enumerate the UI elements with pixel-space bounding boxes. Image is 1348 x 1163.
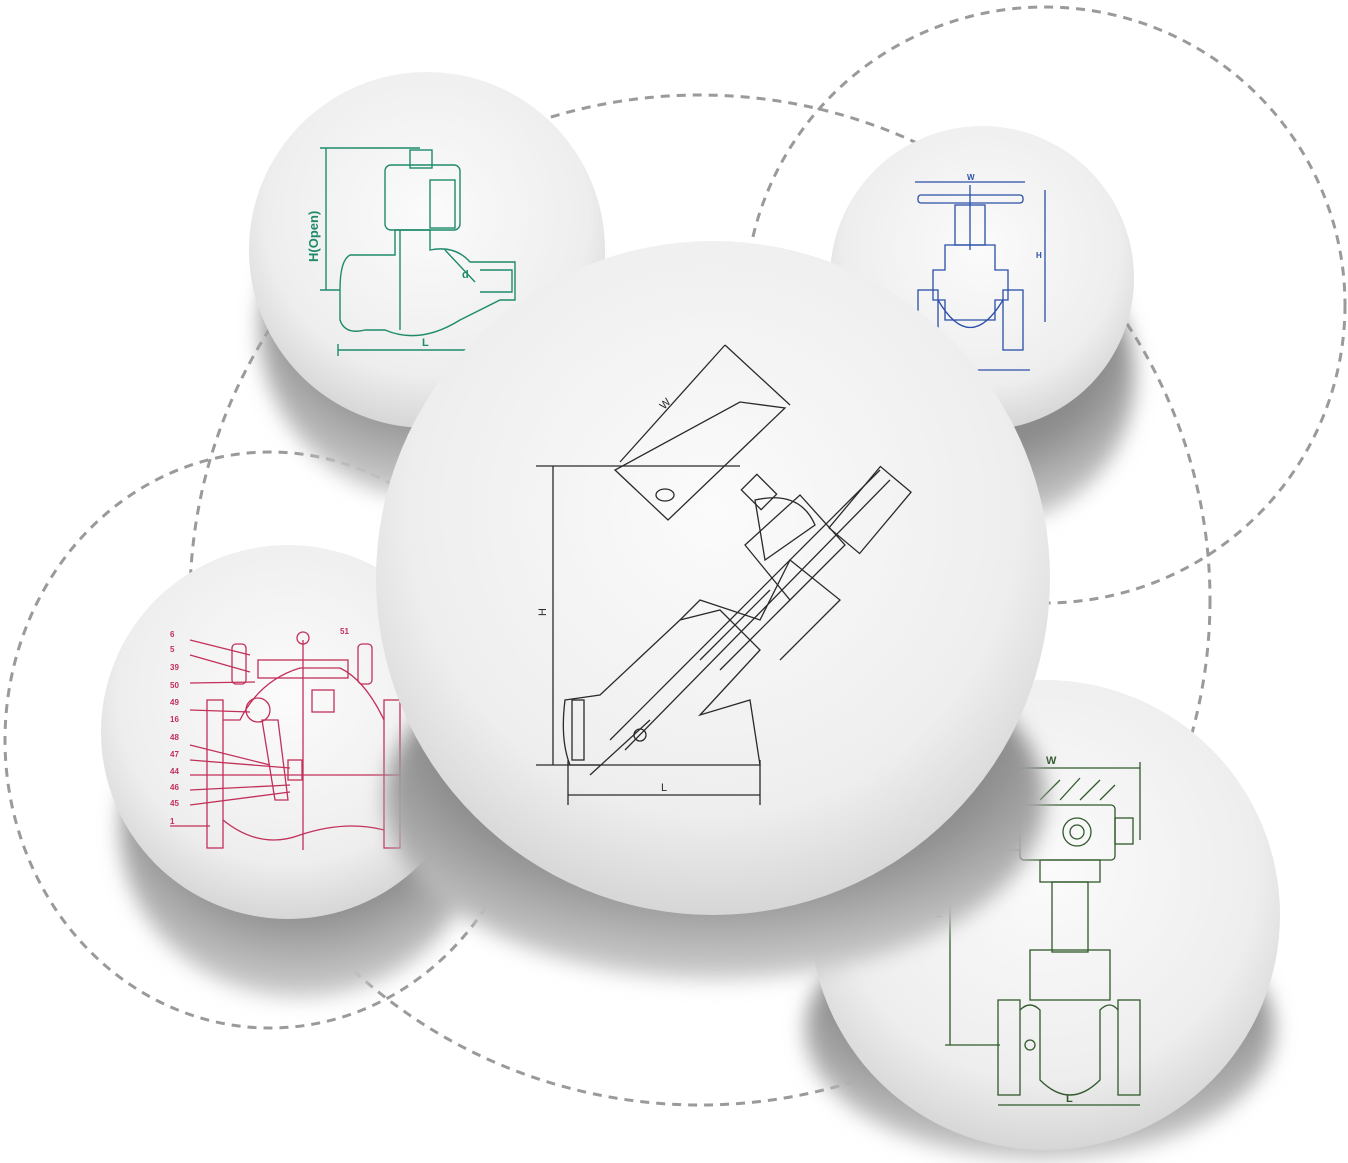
part-number: 48 — [170, 733, 179, 742]
dim-label-d: d — [462, 269, 469, 281]
dim-label-l: L — [1066, 1093, 1073, 1105]
dim-label-h-open: H(Open) — [306, 211, 321, 262]
part-number: 5 — [170, 645, 175, 654]
drawing-gate-valve-handwheel — [915, 181, 1046, 371]
dim-label-w: W — [1046, 755, 1057, 767]
part-number-labels: 6 5 39 50 49 16 48 47 44 46 45 1 51 — [170, 627, 349, 826]
part-number: 47 — [170, 750, 179, 759]
drawing-swing-check-valve — [170, 631, 401, 850]
part-number: 39 — [170, 663, 179, 672]
part-number: 16 — [170, 715, 179, 724]
part-number: 6 — [170, 630, 175, 639]
dim-label-l: L — [422, 337, 429, 349]
dashed-ring-center — [188, 93, 1212, 1107]
part-number: 1 — [170, 817, 175, 826]
part-number: 45 — [170, 799, 179, 808]
part-number: 46 — [170, 783, 179, 792]
drawing-y-globe-valve — [536, 344, 912, 805]
part-number: 50 — [170, 681, 179, 690]
part-number: 44 — [170, 767, 179, 776]
part-number: 49 — [170, 698, 179, 707]
dim-label-h: H — [1036, 251, 1042, 260]
part-number-top: 51 — [340, 627, 349, 636]
dim-label-w: W — [967, 173, 975, 182]
circle-center: W H L — [376, 241, 1050, 980]
dim-label-h: H — [537, 608, 549, 616]
dim-label-l: L — [661, 782, 667, 794]
